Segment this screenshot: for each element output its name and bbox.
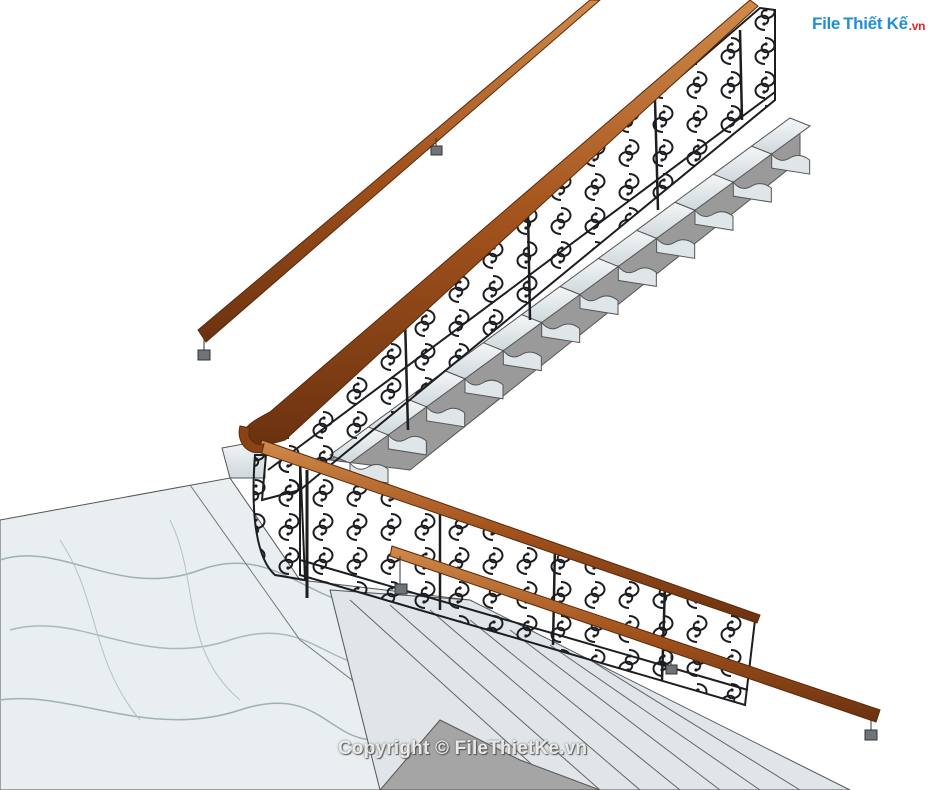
stair-step-nosing [694, 208, 734, 231]
wall-handrail-upper [197, 0, 601, 361]
main-handrail [238, 0, 761, 624]
stair-step-nosing [502, 349, 542, 372]
stair-step-nosing [732, 180, 772, 203]
wall-handrail-lower [389, 545, 881, 741]
stair-step [750, 117, 812, 155]
lower-balustrade [299, 453, 757, 707]
stair-step-nosing [426, 405, 466, 428]
stair-step-nosing [464, 377, 504, 400]
landing-floor [0, 477, 471, 790]
copyright-watermark: Copyright © FileThietKe.vn [338, 738, 588, 759]
stair-step-nosing [656, 236, 696, 259]
filethietke-logo: File Thiết Kế .vn [812, 14, 926, 34]
lower-stair-flight [329, 589, 851, 790]
wall-bracket [394, 556, 878, 741]
wall-bracket [197, 138, 443, 361]
upper-balustrade [260, 6, 776, 502]
stair-step-nosing [541, 321, 581, 344]
logo-file-text: File [812, 14, 841, 33]
stair-step-nosing [771, 152, 811, 175]
stair-step-nosing [579, 293, 619, 316]
stair-step-nosing [617, 264, 657, 288]
stair-step-nosing [387, 433, 427, 456]
logo-thietke-text: Thiết Kế [843, 14, 908, 33]
logo-vn-text: .vn [908, 19, 926, 33]
